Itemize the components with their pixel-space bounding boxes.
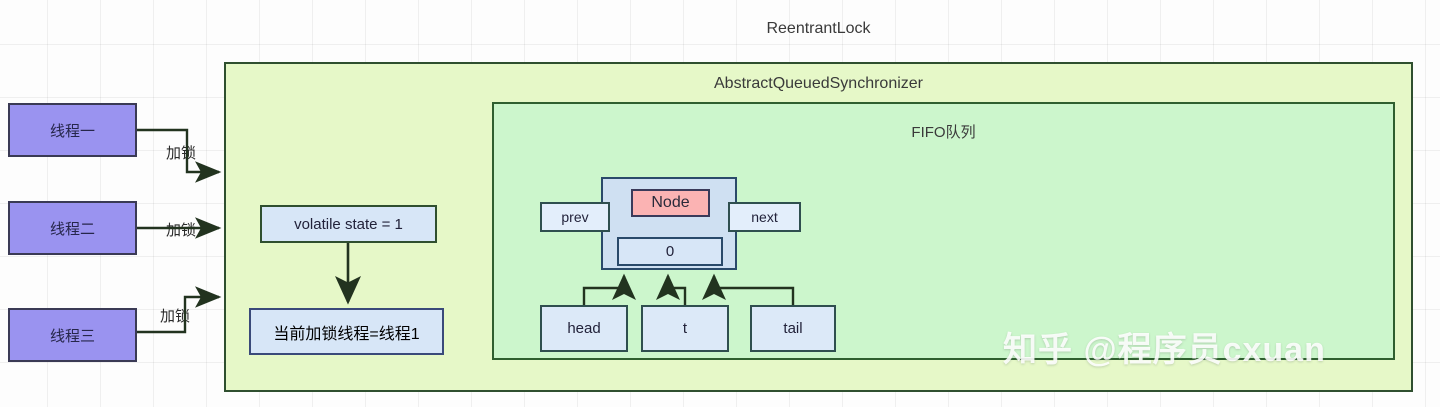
thread-box-3: 线程三 [8,308,137,362]
pointer-box-head: head [540,305,628,352]
node-next-box: next [728,202,801,232]
node-prev-box: prev [540,202,610,232]
pointer-box-tail: tail [750,305,836,352]
reentrant-lock-title: ReentrantLock [766,20,871,37]
abstract-queued-synchronizer-title: AbstractQueuedSynchronizer [714,75,923,92]
current-lock-thread-box: 当前加锁线程=线程1 [249,308,444,355]
lock-arrow-label-3: 加锁 [160,308,191,325]
fifo-queue-title: FIFO队列 [911,124,976,141]
watermark: 知乎 @程序员cxuan [1003,331,1326,369]
thread-box-1: 线程一 [8,103,137,157]
node-title-box: Node [631,189,710,217]
pointer-box-t: t [641,305,729,352]
lock-arrow-label-2: 加锁 [166,222,197,239]
volatile-state-box: volatile state = 1 [260,205,437,243]
node-value-box: 0 [617,237,723,266]
thread-box-2: 线程二 [8,201,137,255]
lock-arrow-label-1: 加锁 [166,145,197,162]
